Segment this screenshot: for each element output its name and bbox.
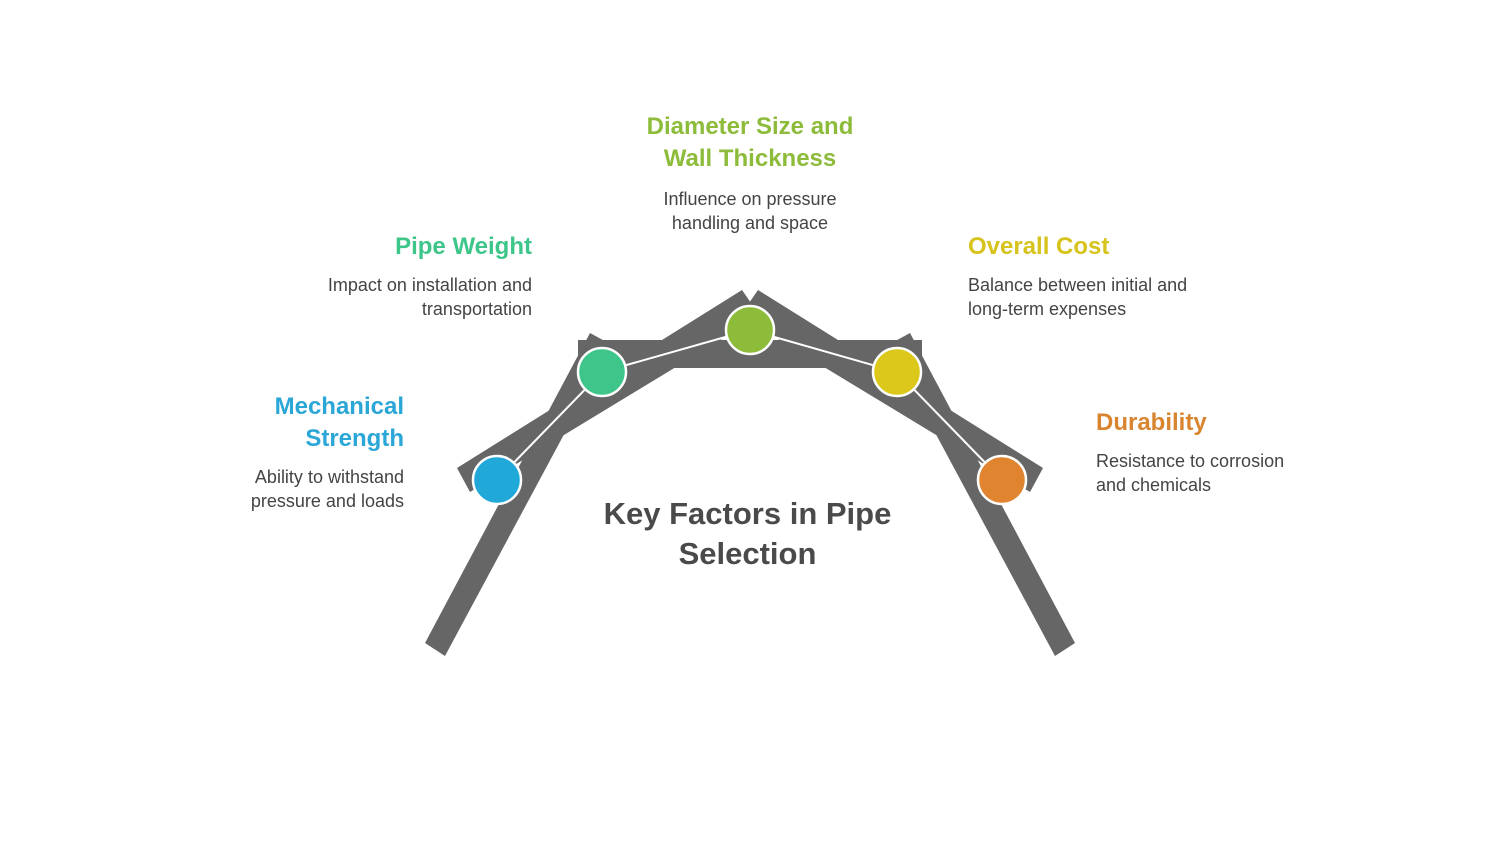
factor-description: Ability to withstand pressure and loads — [250, 467, 404, 511]
factor-heading: Durability — [1096, 409, 1207, 436]
factor-heading: Pipe Weight — [395, 233, 532, 260]
node-durability — [976, 454, 1028, 506]
node-overall-cost — [871, 346, 923, 398]
connector-line — [749, 329, 898, 373]
factor-durability: Durability Resistance to corrosion and c… — [1096, 407, 1316, 497]
factor-description: Resistance to corrosion and chemicals — [1096, 451, 1285, 495]
node-pipe-weight — [576, 346, 628, 398]
connector-line — [601, 329, 751, 373]
factor-pipe-weight: Pipe Weight Impact on installation and t… — [320, 231, 532, 321]
factor-heading: Diameter Size and Wall Thickness — [646, 113, 854, 172]
node-diameter — [724, 304, 776, 356]
factor-heading: Mechanical Strength — [274, 393, 404, 452]
factor-mechanical-strength: Mechanical Strength Ability to withstand… — [200, 391, 404, 513]
factor-description: Influence on pressure handling and space — [663, 189, 837, 233]
factor-overall-cost: Overall Cost Balance between initial and… — [968, 231, 1188, 321]
factor-diameter: Diameter Size and Wall Thickness Influen… — [630, 111, 870, 235]
factor-heading: Overall Cost — [968, 233, 1110, 260]
node-mechanical-strength — [471, 454, 523, 506]
diagram-title: Key Factors in Pipe Selection — [603, 496, 892, 571]
factor-description: Balance between initial and long-term ex… — [968, 275, 1188, 319]
factor-description: Impact on installation and transportatio… — [327, 275, 532, 319]
